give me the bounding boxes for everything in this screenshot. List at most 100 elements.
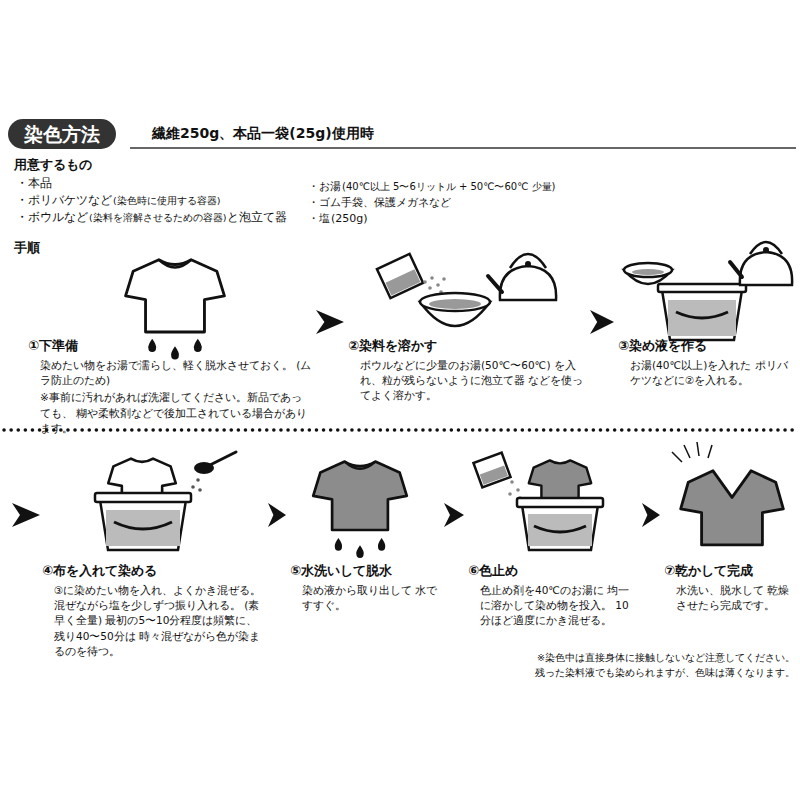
powder-dots (423, 276, 446, 294)
step-arrow (590, 310, 614, 334)
bowl (420, 293, 490, 326)
dyed-shirt (356, 545, 364, 558)
bowl (420, 293, 490, 311)
powder-dots (516, 488, 520, 492)
step-arrow-head (590, 310, 614, 334)
step-block: ①下準備染めたい物をお湯で濡らし、軽く脱水させておく。 (ムラ防止のため)※事前… (28, 258, 312, 438)
salt-spoon (196, 478, 200, 482)
step-body: 染めたい物をお湯で濡らし、軽く脱水させておく。 (ムラ防止のため) (28, 358, 312, 388)
supply-item: ・ボウルなど (16, 210, 88, 224)
title-text: 染色方法 (24, 123, 100, 145)
supply-item: ・お湯 (308, 180, 341, 194)
dye-packet (377, 254, 423, 298)
step-block: ⑦乾かして完成水洗い、脱水して 乾燥させたら完成です。 (664, 445, 796, 615)
wet-shirt (126, 260, 225, 360)
dyed-shirt (335, 538, 343, 551)
shine-lines (708, 445, 712, 458)
bucket (668, 300, 736, 336)
bowl (624, 263, 672, 277)
step-arrow-head (268, 503, 286, 527)
supply-item: ・本品 (16, 176, 52, 190)
step-body: 染め液から取り出して 水ですすぐ。 (290, 583, 440, 613)
step-block: ②染料を溶かすボウルなどに少量のお湯(50℃〜60℃) を入れ、粒が残らないよう… (348, 258, 586, 406)
subtitle: 繊維250g、本品一袋(25g)使用時 (152, 125, 374, 143)
dyed-shirt (345, 462, 376, 469)
supply-item: と泡立て器 (227, 210, 287, 224)
salt-spoon (191, 452, 236, 492)
bucket-with-shirt (114, 522, 172, 529)
supply-item: (40℃以上 5〜6リットル + 50℃〜60℃ 少量) (342, 181, 556, 194)
bucket-with-shirt (100, 500, 186, 550)
step-arrow (268, 503, 286, 527)
kettle (730, 242, 792, 285)
powder-dots (510, 480, 514, 484)
dotted-separator (4, 430, 796, 431)
salt-spoon (194, 462, 214, 474)
fixative-packet (473, 453, 510, 488)
step-arrow-head (444, 503, 464, 527)
dotted-separator (4, 428, 796, 432)
dye-packet (377, 254, 423, 298)
section-heading: 用意するもの (14, 157, 92, 173)
wet-shirt (194, 339, 202, 352)
row-arrow (12, 503, 40, 527)
dyed-shirt (313, 462, 407, 558)
kettle (488, 254, 556, 300)
dyed-shirt (378, 538, 386, 551)
kettle (525, 261, 531, 267)
supply-item: ・ゴム手袋、保護メガネなど (308, 196, 451, 210)
bucket-with-shirt (106, 510, 180, 546)
wet-shirt (126, 260, 225, 332)
shine-lines (672, 452, 682, 462)
bucket (676, 312, 728, 318)
step-body: お湯(40℃以上)を入れた ポリバケツなどに②を入れる。 (618, 358, 796, 388)
bucket-with-shirt (528, 514, 592, 546)
row-arrow (12, 503, 40, 527)
step-arrow (642, 503, 660, 527)
bucket-with-shirt (95, 459, 191, 550)
bucket-with-shirt (534, 526, 586, 532)
step-heading: ①下準備 (28, 338, 312, 355)
step-block: ③染め液を作るお湯(40℃以上)を入れた ポリバケツなどに②を入れる。 (618, 258, 796, 390)
wet-shirt (171, 346, 179, 359)
supply-item: ・塩 (308, 212, 330, 226)
shine-lines (672, 442, 712, 462)
bowl (632, 269, 664, 275)
salt-spoon (198, 488, 202, 492)
step-heading: ⑥色止め (468, 563, 638, 580)
finished-shirt (681, 471, 784, 545)
step-heading: ③染め液を作る (618, 338, 796, 355)
bucket-with-shirt (522, 505, 598, 550)
shine-lines (697, 442, 699, 456)
powder-dots (508, 492, 512, 496)
finished-shirt (681, 471, 784, 545)
section-heading: 手順 (14, 240, 40, 256)
note: ※染色中は直接身体に接触しないなど注意してください。 (537, 652, 795, 664)
step-block: ⑤水洗いして脱水染め液から取り出して 水ですすぐ。 (290, 445, 440, 615)
step-body: ③に染めたい物を入れ、よくかき混ぜる。 混ぜながら塩を少しずつ振り入れる。 (素… (42, 583, 264, 659)
dyed-shirt (313, 462, 407, 530)
supply-item: (250g) (331, 212, 368, 226)
bucket (658, 284, 746, 292)
fixative-packet (480, 466, 508, 485)
step-arrow (444, 503, 464, 527)
supply-item: (染料を溶解させるための容器) (89, 212, 226, 224)
fixative-packet (473, 453, 510, 488)
step-arrow (316, 310, 344, 334)
powder-dots (436, 283, 440, 287)
title-rule (130, 148, 796, 149)
powder-dots (442, 277, 446, 281)
step-heading: ⑤水洗いして脱水 (290, 563, 440, 580)
supply-item: ・ポリバケツなど (16, 193, 112, 207)
step-arrow-head (316, 310, 344, 334)
supply-item: (染色時に使用する容器) (113, 195, 220, 207)
powder-dots (430, 276, 434, 280)
bowl (624, 263, 672, 284)
note: 残った染料液でも染められますが、色味は薄くなります。 (535, 667, 795, 679)
powder-dots (428, 286, 432, 290)
step-body: 水洗い、脱水して 乾燥させたら完成です。 (664, 583, 796, 613)
kettle (750, 242, 782, 254)
step-body: ボウルなどに少量のお湯(50℃〜60℃) を入れ、粒が残らないように泡立て器 な… (348, 358, 586, 404)
step-heading: ⑦乾かして完成 (664, 563, 796, 580)
salt-spoon (208, 452, 236, 466)
